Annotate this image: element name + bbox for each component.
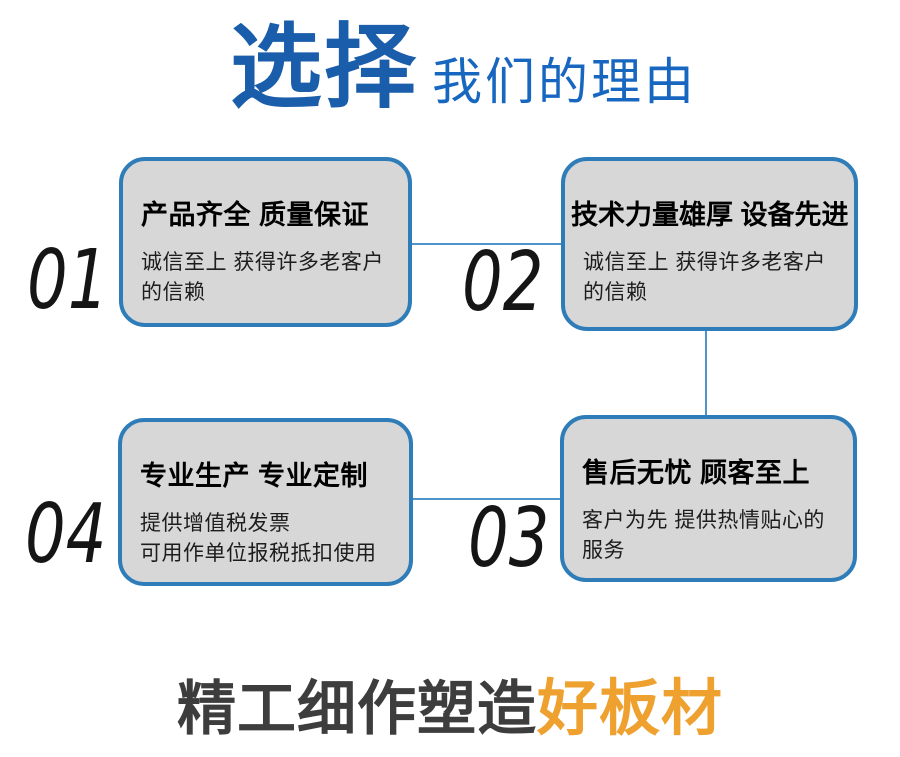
page-title-accent: 选择 xyxy=(230,17,419,119)
card-title: 技术力量雄厚 设备先进 xyxy=(571,200,849,230)
step-number-02: 02 xyxy=(462,235,544,330)
card-title: 售后无忧 顾客至上 xyxy=(582,458,811,488)
step-number-03: 03 xyxy=(468,491,550,586)
footer-slogan-main: 精工细作塑造 xyxy=(176,676,537,742)
connector-card4-card3 xyxy=(413,498,560,500)
footer-slogan: 精工细作塑造好板材 xyxy=(0,674,900,742)
card-body-line: 诚信至上 获得许多老客户 xyxy=(141,251,384,274)
footer-slogan-accent: 好板材 xyxy=(537,674,724,742)
card-body-line: 的信赖 xyxy=(141,281,206,305)
page-title-rest: 我们的理由 xyxy=(432,54,698,110)
card-body: 诚信至上 获得许多老客户 的信赖 xyxy=(141,248,390,308)
card-body-line: 提供增值税发票 xyxy=(140,512,291,535)
card-body: 诚信至上 获得许多老客户 的信赖 xyxy=(583,248,836,308)
card-body-line: 的信赖 xyxy=(583,281,648,305)
card-body-line: 可用作单位报税抵扣使用 xyxy=(140,542,377,566)
connector-card1-card2 xyxy=(412,243,561,245)
card-body: 提供增值税发票 可用作单位报税抵扣使用 xyxy=(140,509,391,569)
connector-card2-card3 xyxy=(705,329,707,417)
card-title: 专业生产 专业定制 xyxy=(140,461,369,491)
card-body: 客户为先 提供热情贴心的 服务 xyxy=(582,506,835,566)
card-title: 产品齐全 质量保证 xyxy=(141,200,370,230)
feature-card-2: 技术力量雄厚 设备先进 诚信至上 获得许多老客户 的信赖 xyxy=(561,157,858,331)
page-title: 选择 我们的理由 xyxy=(230,17,698,119)
card-body-line: 客户为先 提供热情贴心的 xyxy=(582,509,825,532)
card-body-line: 服务 xyxy=(582,539,625,563)
card-body-line: 诚信至上 获得许多老客户 xyxy=(583,251,826,274)
feature-card-1: 产品齐全 质量保证 诚信至上 获得许多老客户 的信赖 xyxy=(119,157,412,327)
feature-card-3: 售后无忧 顾客至上 客户为先 提供热情贴心的 服务 xyxy=(560,415,857,582)
step-number-01: 01 xyxy=(27,233,109,328)
step-number-04: 04 xyxy=(25,487,107,582)
feature-card-4: 专业生产 专业定制 提供增值税发票 可用作单位报税抵扣使用 xyxy=(118,418,413,586)
